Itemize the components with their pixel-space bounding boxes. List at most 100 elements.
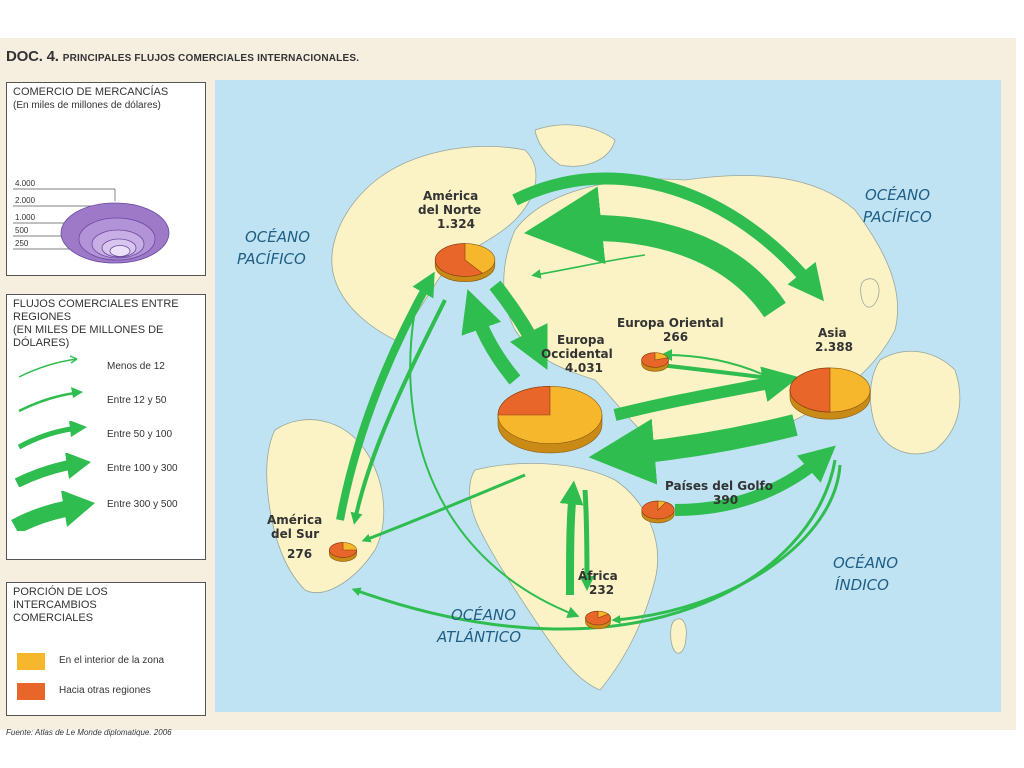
pie-africa [585,610,611,630]
ocean-label-pacific-right: PACÍFICO [863,207,932,226]
scale-label-4000: 4.000 [15,179,36,188]
flow-legend-label: Entre 300 y 500 [107,499,178,510]
scale-label-1000: 1.000 [15,213,36,222]
pie-slice-external [641,500,675,520]
flow-arrow-medium-small-icon [18,387,83,413]
region-value-south-america: 276 [287,547,312,561]
source-note: Fuente: Atlas de Le Monde diplomatique. … [6,728,172,737]
land-australia [870,350,961,455]
region-value-north-america: 1.324 [437,217,475,231]
pie-slice-external [641,352,669,368]
share-legend-label: En el interior de la zona [59,655,165,666]
land-japan [860,278,880,308]
flow-south-north-america [336,271,435,521]
region-value-gulf: 390 [713,493,738,507]
legend-merchandise-subheading: (En miles de millones de dólares) [13,100,161,111]
region-label-gulf: Países del Golfo [665,479,773,493]
document-frame: DOC. 4. Principales flujos comerciales i… [0,38,1016,737]
pie-gulf [641,500,675,524]
flow-europe-africa [579,489,595,591]
pie-south-america [329,542,357,562]
flow-asia-africa [611,464,842,625]
world-map: OCÉANO PACÍFICO OCÉANO PACÍFICO OCÉANO A… [215,80,1001,712]
legend-share-heading: PORCIÓN DE LOS INTERCAMBIOS COMERCIALES [13,586,108,624]
pie-eastern-europe [641,352,669,372]
share-legend-internal: En el interior de la zona [17,651,202,671]
map-canvas: OCÉANO PACÍFICO OCÉANO PACÍFICO OCÉANO A… [237,124,961,691]
doc-title-text: Principales flujos comerciales internaci… [62,53,360,64]
flow-asia-eastern-europe [660,349,776,381]
flow-asia-europe [588,414,798,485]
land-south-america [266,419,385,593]
ocean-labels: OCÉANO PACÍFICO OCÉANO PACÍFICO OCÉANO A… [237,185,932,646]
flow-europe-south-america [361,473,526,543]
share-legend-external: Hacia otras regiones [17,681,202,701]
doc-number: DOC. 4. [6,48,59,65]
flow-europe-eastern-europe [531,254,646,279]
flow-legend-item-5: Entre 300 y 500 [7,491,203,531]
pie-asia [789,367,871,420]
flow-africa-europe [559,480,584,596]
ocean-label-pacific-left: OCÉANO [245,227,310,246]
flow-arrow-medium-icon [17,421,87,450]
flow-legend-label: Entre 12 y 50 [107,395,167,406]
pie-slice-external [789,367,831,413]
flow-north-south-america [350,299,447,525]
flow-asia-south-america [351,459,837,631]
flow-arrow-xlarge-icon [11,491,95,531]
pie-slice-external [585,610,611,626]
legend-flows-heading: FLUJOS COMERCIALES ENTRE REGIONES [13,298,179,323]
legend-flows: FLUJOS COMERCIALES ENTRE REGIONES (En mi… [6,294,206,560]
region-value-asia: 2.388 [815,340,853,354]
legend-merchandise-heading: COMERCIO DE MERCANCÍAS [13,86,169,98]
flow-legend-item-3: Entre 50 y 100 [7,421,203,451]
scale-label-250: 250 [15,239,29,248]
pie-slice-external [434,243,484,277]
land-africa [469,463,658,691]
region-value-eastern-europe: 266 [663,330,688,344]
legend-flows-subheading: (En miles de millones de dólares) [13,324,164,349]
legend-share: PORCIÓN DE LOS INTERCAMBIOS COMERCIALES … [6,582,206,716]
flow-arrow-large-icon [14,453,91,487]
flow-north-america-africa [409,309,580,618]
pie-north-america [434,243,496,283]
ocean-label-indian: OCÉANO [833,553,898,572]
legend-merchandise: COMERCIO DE MERCANCÍAS (En miles de mill… [6,82,206,276]
external-swatch [17,683,45,700]
flow-legend-label: Entre 50 y 100 [107,429,173,440]
flow-legend-label: Entre 100 y 300 [107,463,178,474]
flow-gulf-asia [674,445,836,516]
pie-slice-external [329,542,357,558]
flow-europe-north-america [461,289,521,385]
region-value-western-europe: 4.031 [565,361,603,375]
page-title: DOC. 4. Principales flujos comerciales i… [6,48,359,65]
land-madagascar [670,618,687,654]
share-legend-label: Hacia otras regiones [59,685,151,696]
flow-europe-asia [613,366,800,421]
region-label-western-europe: Occidental [541,347,613,361]
flow-legend-label: Menos de 12 [107,361,165,372]
flow-asia-north-america [523,186,786,318]
region-label-south-america: América [267,513,322,527]
region-label-western-europe: Europa [557,333,605,347]
flow-legend-item-1: Menos de 12 [7,353,203,383]
ocean-label-indian: ÍNDICO [835,575,889,594]
ocean-label-atlantic: OCÉANO [451,605,516,624]
flow-legend-item-2: Entre 12 y 50 [7,387,203,417]
region-label-africa: África [578,568,618,583]
scale-label-500: 500 [15,226,29,235]
region-label-eastern-europe: Europa Oriental [617,316,724,330]
flow-legend-item-4: Entre 100 y 300 [7,453,203,487]
flow-arrows [336,172,842,631]
flow-north-america-asia [512,172,825,302]
ocean-label-pacific-left: PACÍFICO [237,249,306,268]
pie-slice-external [497,386,551,416]
ocean-label-atlantic: ATLÁNTICO [436,627,521,646]
flow-arrow-small-icon [18,355,78,378]
scale-label-2000: 2.000 [15,196,36,205]
region-value-africa: 232 [589,583,614,597]
region-pies [329,243,871,630]
region-label-north-america: del Norte [418,203,481,217]
land-greenland [534,124,616,167]
region-label-asia: Asia [818,326,847,340]
